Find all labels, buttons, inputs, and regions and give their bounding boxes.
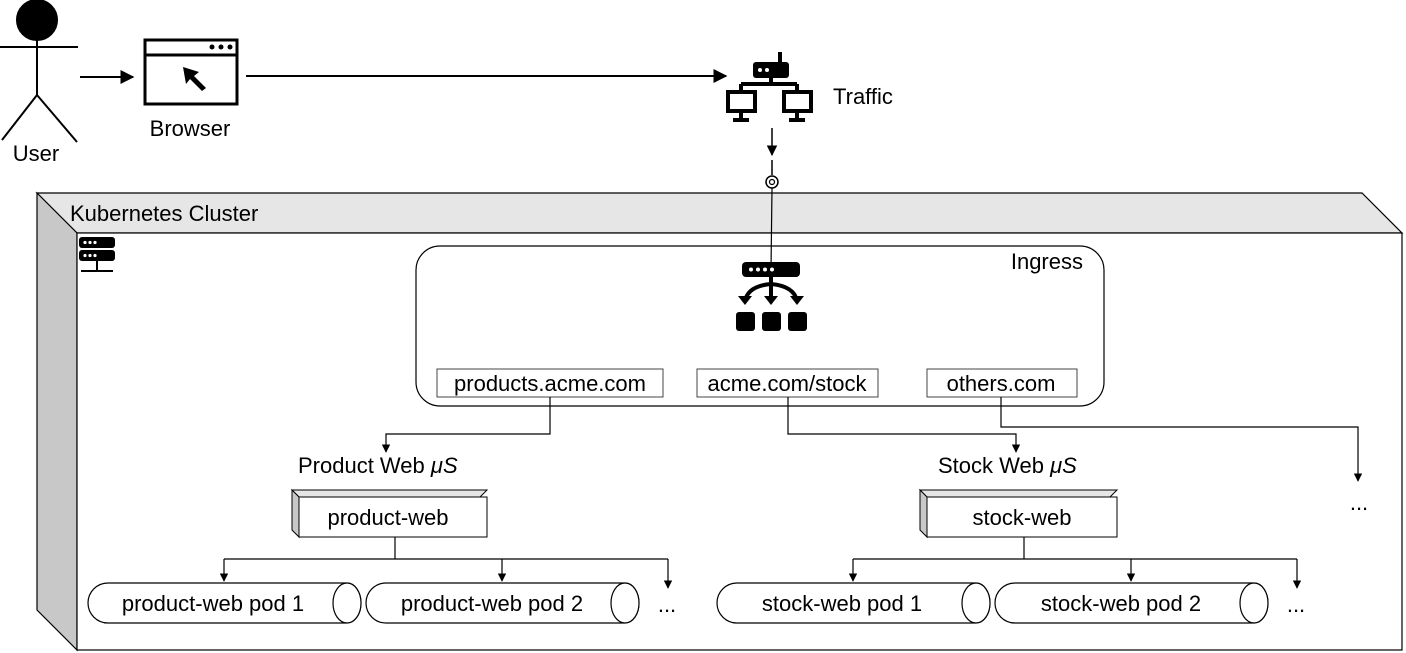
user-label: User xyxy=(13,141,59,166)
browser-icon xyxy=(143,38,239,106)
product-web-deployment-label: product-web xyxy=(327,505,448,530)
cluster-title: Kubernetes Cluster xyxy=(70,201,258,226)
product-pods-more: ... xyxy=(658,592,676,617)
stock-web-pod-2-label: stock-web pod 2 xyxy=(1041,591,1201,616)
product-web-pod-1 xyxy=(87,582,362,624)
cursor-icon xyxy=(183,67,206,91)
others-more: ... xyxy=(1350,490,1368,515)
product-web-deployment xyxy=(290,488,489,539)
traffic-label: Traffic xyxy=(833,84,893,109)
ingress-rule-stock-label: acme.com/stock xyxy=(708,371,868,396)
browser-label: Browser xyxy=(150,116,231,141)
network-router-icon xyxy=(726,52,813,122)
ingress-port-icon xyxy=(765,175,779,189)
stock-pod-lines xyxy=(848,537,1302,589)
product-web-pod-1-label: product-web pod 1 xyxy=(122,591,304,616)
stock-web-deployment xyxy=(918,488,1119,539)
ingress-rule-products-label: products.acme.com xyxy=(454,371,646,396)
user-icon xyxy=(0,0,78,143)
product-web-pod-2-label: product-web pod 2 xyxy=(401,591,583,616)
stock-web-deployment-label: stock-web xyxy=(972,505,1071,530)
stock-pods-more: ... xyxy=(1287,592,1305,617)
ingress-rule-others-label: others.com xyxy=(947,371,1056,396)
product-pod-lines xyxy=(219,537,673,589)
ingress-title: Ingress xyxy=(1011,249,1083,274)
ingress-box xyxy=(415,245,1105,407)
routing-lines xyxy=(381,397,1363,482)
product-service-title: Product Web μS xyxy=(298,453,458,478)
ingress-rule-stock xyxy=(696,368,879,398)
stock-web-pod-2 xyxy=(994,582,1269,624)
load-balancer-icon xyxy=(736,262,807,331)
ingress-rule-others xyxy=(926,368,1078,398)
stock-service-title: Stock Web μS xyxy=(938,453,1077,478)
server-stack-icon xyxy=(79,237,115,272)
stock-web-pod-1-label: stock-web pod 1 xyxy=(762,591,922,616)
product-web-pod-2 xyxy=(365,582,640,624)
stock-web-pod-1 xyxy=(716,582,991,624)
